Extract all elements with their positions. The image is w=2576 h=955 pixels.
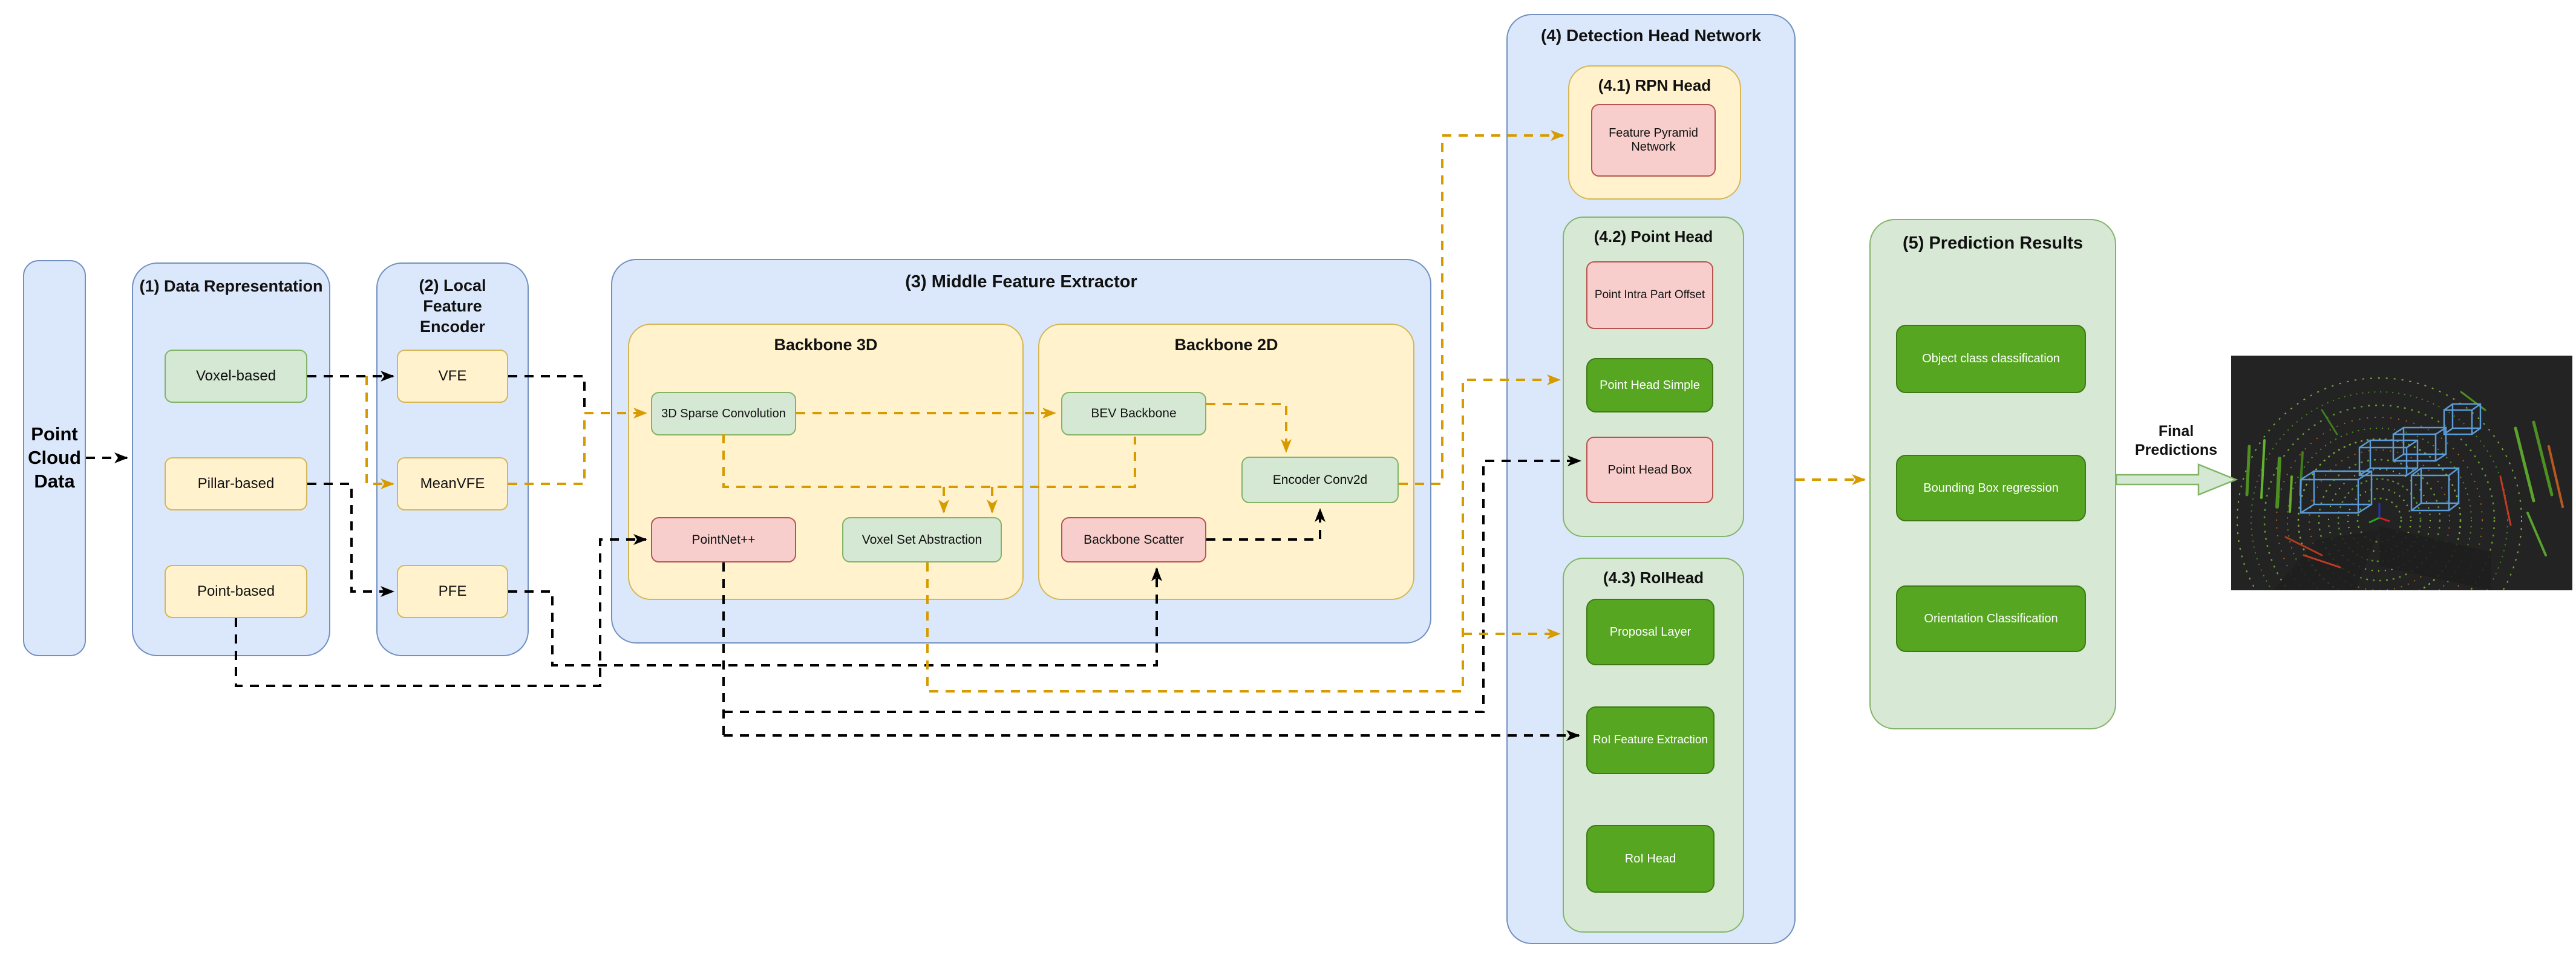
lidar-result-image xyxy=(2231,356,2572,663)
node-pointnet-plus-plus: PointNet++ xyxy=(651,517,796,562)
section-title: (1) Data Representation xyxy=(139,277,323,295)
subsection-title: (4.3) RoIHead xyxy=(1603,569,1704,587)
node-object-class-classification: Object class classification xyxy=(1896,325,2086,393)
node-feature-pyramid-network: Feature Pyramid Network xyxy=(1591,104,1716,177)
point-cloud-data-node: Point Cloud Data xyxy=(23,260,86,656)
node-3d-sparse-convolution: 3D Sparse Convolution xyxy=(651,392,796,435)
lidar-point-cloud-graphic xyxy=(2231,356,2572,663)
node-proposal-layer: Proposal Layer xyxy=(1586,599,1715,665)
node-vfe: VFE xyxy=(397,350,508,403)
node-bounding-box-regression: Bounding Box regression xyxy=(1896,455,2086,521)
subsection-title: Backbone 2D xyxy=(1174,336,1278,354)
node-orientation-classification: Orientation Classification xyxy=(1896,585,2086,652)
node-encoder-conv2d: Encoder Conv2d xyxy=(1241,457,1399,503)
node-voxel-based: Voxel-based xyxy=(165,350,307,403)
node-roi-feature-extraction: RoI Feature Extraction xyxy=(1586,706,1715,774)
section-title: (2) Local Feature Encoder xyxy=(419,276,486,336)
node-bev-backbone: BEV Backbone xyxy=(1061,392,1206,435)
subsection-title: Backbone 3D xyxy=(774,336,878,354)
origin-axis-marker xyxy=(2368,503,2390,524)
section-title: (5) Prediction Results xyxy=(1902,233,2084,253)
node-voxel-set-abstraction: Voxel Set Abstraction xyxy=(842,517,1002,562)
node-backbone-scatter: Backbone Scatter xyxy=(1061,517,1206,562)
node-meanvfe: MeanVFE xyxy=(397,457,508,510)
section-title: (3) Middle Feature Extractor xyxy=(905,272,1137,292)
subsection-title: (4.2) Point Head xyxy=(1594,227,1713,246)
node-point-based: Point-based xyxy=(165,565,307,618)
node-point-head-simple: Point Head Simple xyxy=(1586,358,1713,412)
predicted-3d-boxes xyxy=(2300,403,2482,514)
final-predictions-arrow xyxy=(2115,463,2238,496)
node-pillar-based: Pillar-based xyxy=(165,457,307,510)
node-point-head-box: Point Head Box xyxy=(1586,437,1713,503)
final-predictions-label: Final Predictions xyxy=(2134,423,2218,459)
node-roi-head: RoI Head xyxy=(1586,825,1715,893)
section-title: (4) Detection Head Network xyxy=(1540,26,1762,45)
subsection-title: (4.1) RPN Head xyxy=(1598,76,1711,94)
point-cloud-data-label: Point Cloud Data xyxy=(28,423,81,492)
node-point-intra-part-offset: Point Intra Part Offset xyxy=(1586,261,1713,329)
node-pfe: PFE xyxy=(397,565,508,618)
